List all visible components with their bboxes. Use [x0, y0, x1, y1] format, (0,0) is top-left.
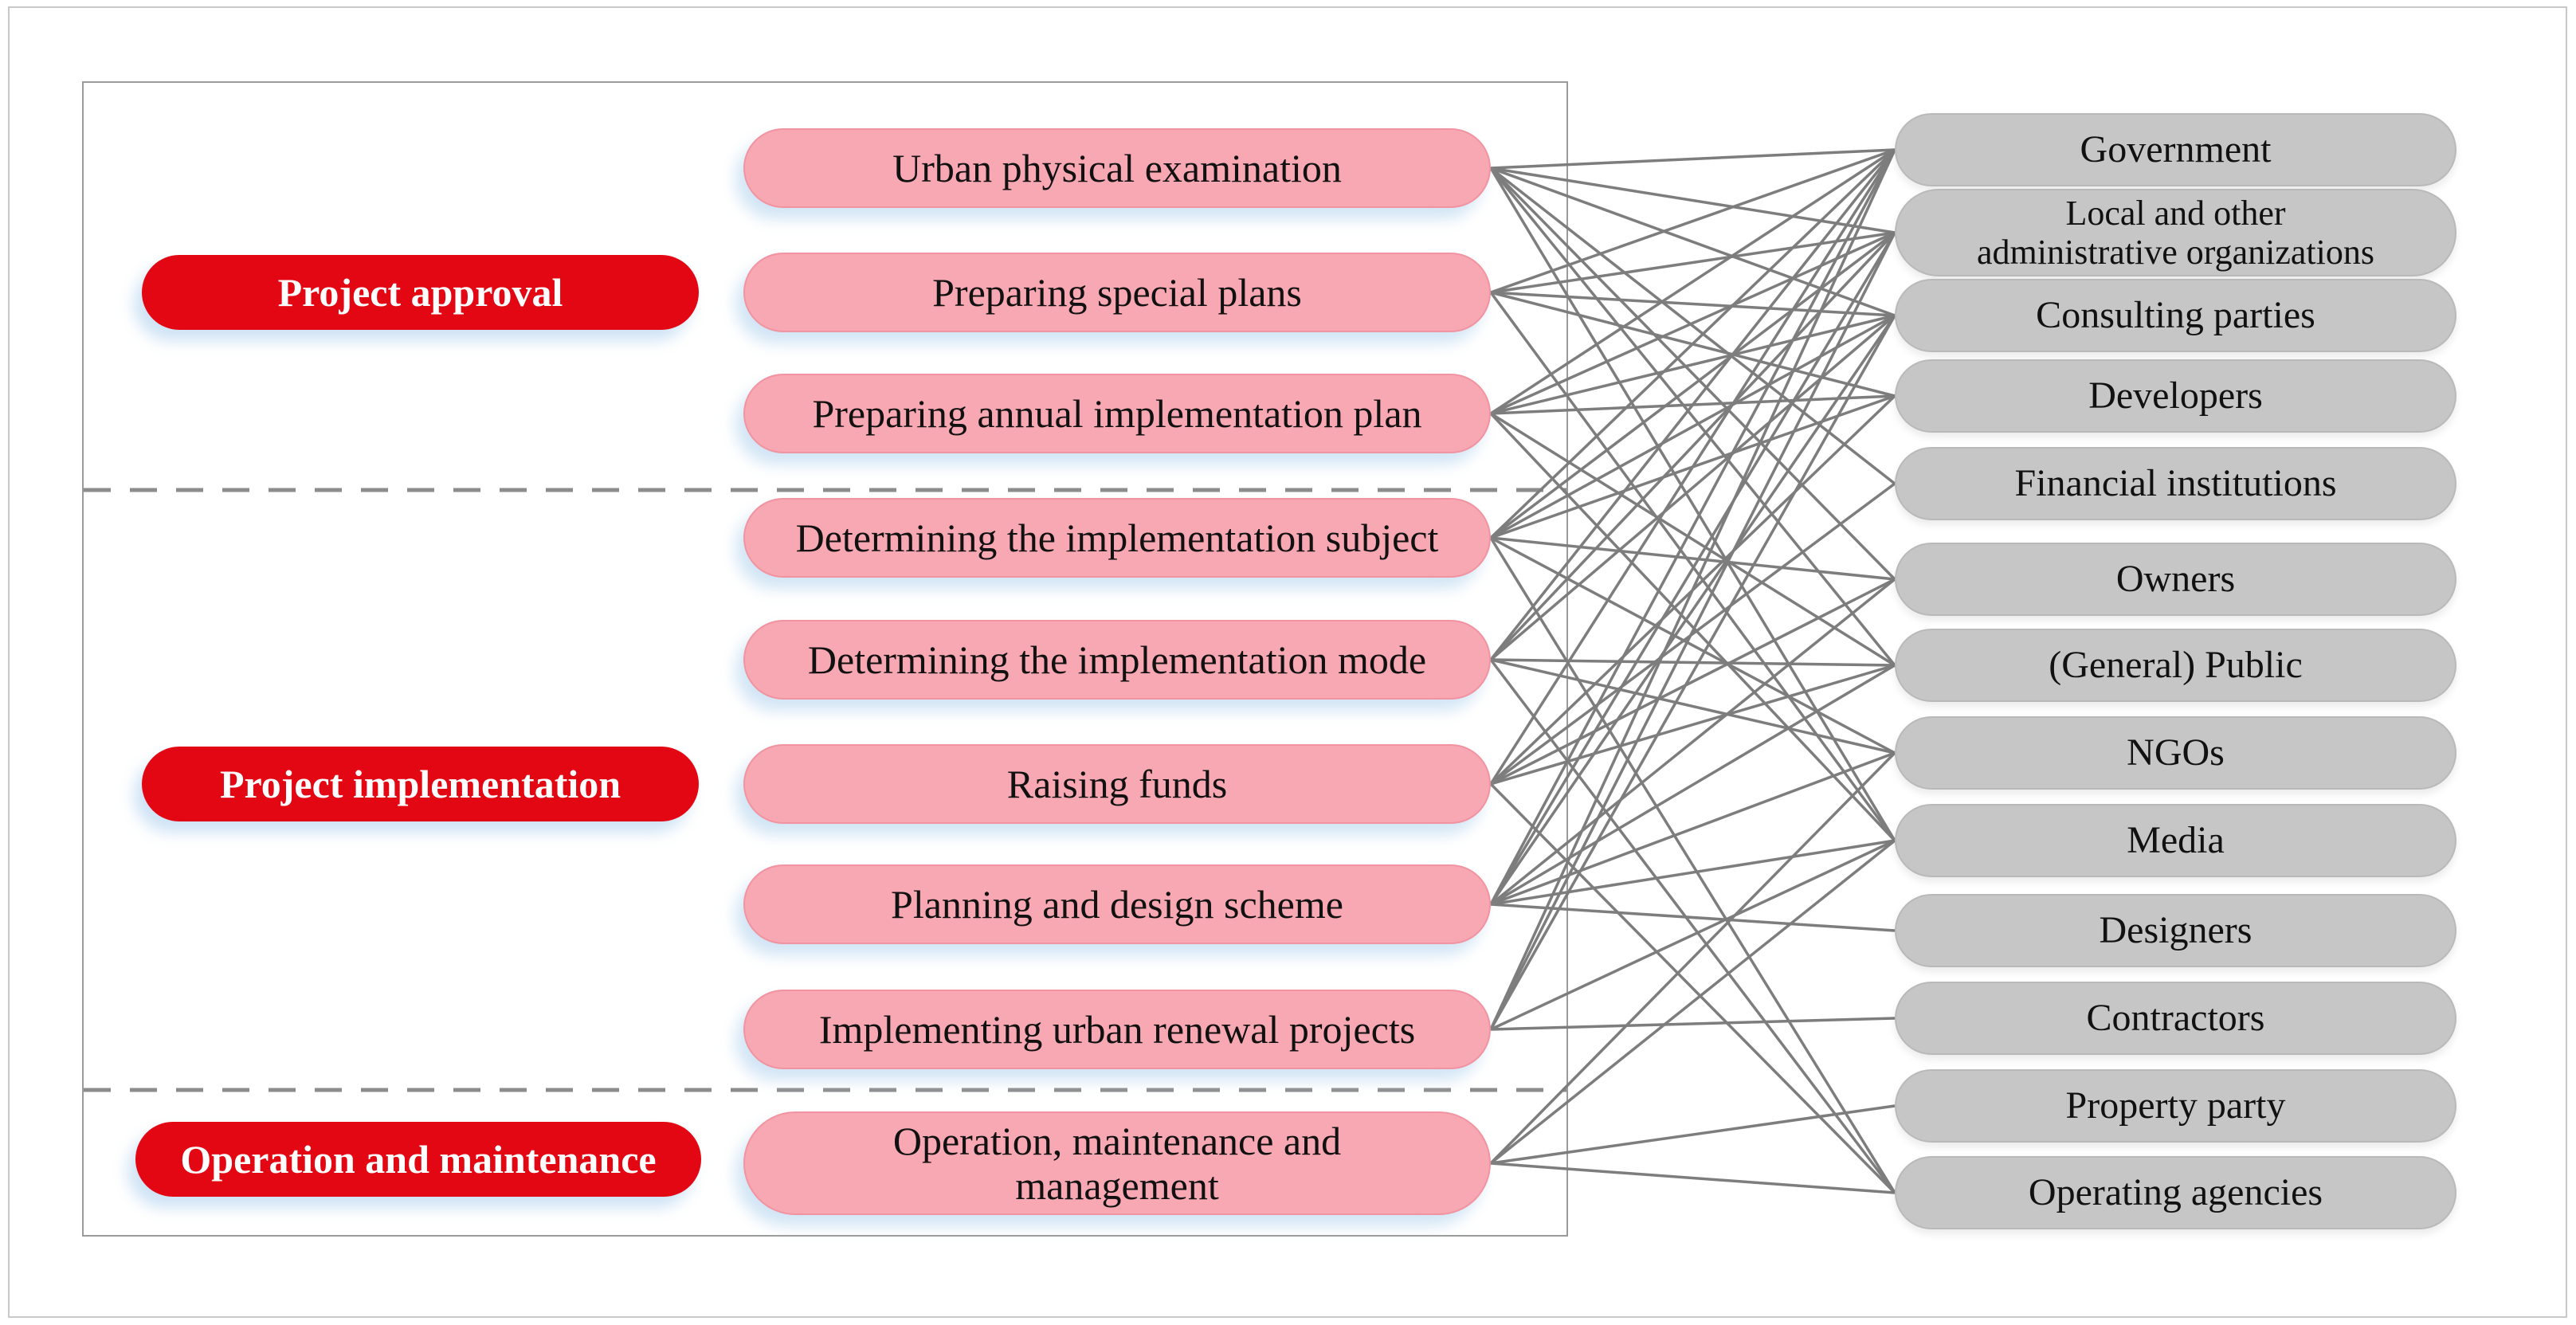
edge-implementing-urban-renewal-projects--contractors [1490, 1017, 1896, 1031]
task-preparing-annual-implementation-plan-label: Preparing annual implementation plan [812, 391, 1422, 436]
stakeholder-developers-label: Developers [2088, 374, 2263, 417]
edge-urban-physical-examination--owners [1489, 167, 1896, 581]
stakeholder-government-label: Government [2080, 128, 2272, 171]
edge-operation-maintenance-and-management--ngos [1489, 751, 1896, 1165]
stage-project-implementation: Project implementation [142, 747, 699, 821]
task-operation-maintenance-and-management: Operation, maintenance and management [743, 1111, 1491, 1215]
edge-implementing-urban-renewal-projects--consulting-parties [1489, 315, 1896, 1030]
stakeholder-financial-institutions-label: Financial institutions [2014, 462, 2337, 505]
edge-planning-and-design-scheme--government [1489, 149, 1896, 905]
task-implementing-urban-renewal-projects: Implementing urban renewal projects [743, 990, 1491, 1069]
edge-determining-the-implementation-subject--owners [1490, 536, 1896, 581]
stakeholder-owners-label: Owners [2115, 558, 2236, 601]
stakeholder-consulting-parties-label: Consulting parties [2036, 294, 2315, 337]
edge-raising-funds--general-public [1490, 664, 1896, 786]
task-planning-and-design-scheme-label: Planning and design scheme [891, 882, 1343, 927]
edge-preparing-annual-implementation-plan--government [1490, 148, 1896, 415]
edge-preparing-annual-implementation-plan--local-and-other-administrative-organizations [1490, 231, 1896, 415]
edge-raising-funds--operating-agencies [1489, 782, 1896, 1194]
stage-project-approval-label: Project approval [277, 270, 563, 315]
task-raising-funds-label: Raising funds [1006, 762, 1228, 806]
stage-operation-and-maintenance: Operation and maintenance [135, 1122, 701, 1197]
task-planning-and-design-scheme: Planning and design scheme [743, 864, 1491, 944]
stakeholder-designers: Designers [1895, 894, 2456, 967]
edge-determining-the-implementation-subject--local-and-other-administrative-organizations [1489, 231, 1896, 539]
stakeholder-government: Government [1895, 113, 2456, 186]
edge-determining-the-implementation-mode--local-and-other-administrative-organizations [1489, 231, 1896, 661]
task-determining-the-implementation-mode: Determining the implementation mode [743, 620, 1491, 700]
edge-determining-the-implementation-mode--consulting-parties [1489, 314, 1896, 661]
edge-determining-the-implementation-mode--general-public [1490, 658, 1896, 667]
stage-operation-and-maintenance-label: Operation and maintenance [180, 1137, 657, 1182]
edge-urban-physical-examination--government [1490, 148, 1896, 170]
edge-raising-funds--government [1489, 149, 1896, 785]
edge-planning-and-design-scheme--owners [1489, 578, 1896, 906]
stakeholder-designers-label: Designers [2099, 909, 2253, 952]
edge-preparing-annual-implementation-plan--media [1489, 412, 1896, 842]
edge-planning-and-design-scheme--general-public [1490, 664, 1896, 906]
stakeholder-media-label: Media [2127, 819, 2225, 862]
stakeholder-general-public-label: (General) Public [2049, 644, 2303, 687]
edge-preparing-special-plans--government [1490, 148, 1896, 294]
stakeholder-developers: Developers [1895, 359, 2456, 433]
stakeholder-ngos-label: NGOs [2127, 731, 2225, 774]
stage-project-implementation-label: Project implementation [219, 762, 621, 806]
stakeholder-owners: Owners [1895, 543, 2456, 616]
edge-implementing-urban-renewal-projects--local-and-other-administrative-organizations [1489, 232, 1896, 1030]
edge-urban-physical-examination--media [1489, 167, 1896, 841]
edge-determining-the-implementation-subject--consulting-parties [1490, 314, 1896, 539]
task-preparing-special-plans: Preparing special plans [743, 253, 1491, 332]
stakeholder-local-and-other-administrative-organizations-label: Local and other administrative organizat… [1977, 193, 2374, 272]
edge-operation-maintenance-and-management--media [1489, 839, 1896, 1165]
stakeholder-media: Media [1895, 804, 2456, 877]
stakeholder-financial-institutions: Financial institutions [1895, 447, 2456, 520]
stakeholder-contractors-label: Contractors [2086, 997, 2265, 1040]
stakeholder-operating-agencies-label: Operating agencies [2028, 1171, 2323, 1214]
edge-operation-maintenance-and-management--operating-agencies [1490, 1162, 1896, 1194]
edge-determining-the-implementation-mode--ngos [1490, 658, 1896, 755]
stakeholder-ngos: NGOs [1895, 716, 2456, 790]
task-determining-the-implementation-subject-label: Determining the implementation subject [795, 515, 1439, 560]
edge-determining-the-implementation-mode--government [1489, 148, 1896, 661]
stakeholder-local-and-other-administrative-organizations: Local and other administrative organizat… [1895, 189, 2456, 276]
stage-project-approval: Project approval [142, 255, 699, 330]
task-preparing-special-plans-label: Preparing special plans [932, 270, 1302, 315]
edge-preparing-special-plans--consulting-parties [1490, 291, 1896, 317]
task-urban-physical-examination-label: Urban physical examination [892, 146, 1342, 190]
outer-border [8, 6, 2567, 1318]
task-implementing-urban-renewal-projects-label: Implementing urban renewal projects [818, 1007, 1416, 1052]
edge-urban-physical-examination--local-and-other-administrative-organizations [1490, 167, 1896, 234]
edge-raising-funds--owners [1490, 578, 1896, 786]
edge-determining-the-implementation-subject--government [1489, 148, 1896, 539]
edge-determining-the-implementation-subject--operating-agencies [1489, 537, 1896, 1194]
stakeholder-operating-agencies: Operating agencies [1895, 1156, 2456, 1229]
task-operation-maintenance-and-management-label: Operation, maintenance and management [892, 1119, 1342, 1208]
edge-urban-physical-examination--financial-institutions [1489, 167, 1896, 485]
edge-planning-and-design-scheme--ngos [1490, 751, 1896, 906]
edge-planning-and-design-scheme--consulting-parties [1489, 315, 1896, 905]
stakeholder-property-party: Property party [1895, 1069, 2456, 1143]
edge-implementing-urban-renewal-projects--government [1489, 149, 1896, 1030]
task-urban-physical-examination: Urban physical examination [743, 128, 1491, 208]
edge-planning-and-design-scheme--local-and-other-administrative-organizations [1489, 232, 1896, 905]
task-raising-funds: Raising funds [743, 744, 1491, 824]
edge-operation-maintenance-and-management--property-party [1490, 1104, 1896, 1165]
edge-preparing-special-plans--local-and-other-administrative-organizations [1490, 231, 1896, 294]
edge-preparing-annual-implementation-plan--general-public [1490, 412, 1896, 667]
task-determining-the-implementation-mode-label: Determining the implementation mode [807, 637, 1427, 682]
stakeholder-consulting-parties: Consulting parties [1895, 279, 2456, 352]
stakeholder-general-public: (General) Public [1895, 629, 2456, 702]
edge-implementing-urban-renewal-projects--media [1490, 839, 1896, 1031]
task-determining-the-implementation-subject: Determining the implementation subject [743, 498, 1491, 578]
edge-preparing-annual-implementation-plan--consulting-parties [1490, 314, 1896, 415]
stakeholder-contractors: Contractors [1895, 982, 2456, 1055]
edge-urban-physical-examination--general-public [1489, 167, 1896, 667]
edge-urban-physical-examination--consulting-parties [1490, 167, 1896, 317]
task-preparing-annual-implementation-plan: Preparing annual implementation plan [743, 374, 1491, 453]
process-panel-border [82, 81, 1568, 1237]
stakeholder-property-party-label: Property party [2065, 1084, 2286, 1127]
